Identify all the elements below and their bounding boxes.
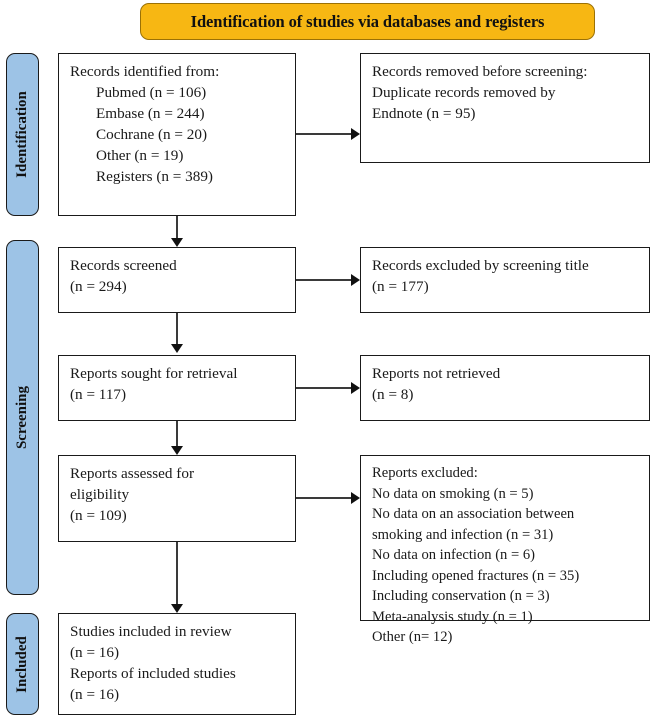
- box-line: Registers (n = 389): [96, 168, 213, 185]
- box-line: (n = 109): [70, 507, 127, 524]
- box-line: No data on an association between: [372, 506, 575, 522]
- box-line: Embase (n = 244): [96, 105, 205, 122]
- arrow-down-icon: [171, 238, 183, 247]
- box-line: No data on infection (n = 6): [372, 547, 536, 563]
- box-line: smoking and infection (n = 31): [372, 526, 554, 543]
- box-reports-not-retrieved: Reports not retrieved (n = 8): [360, 355, 650, 421]
- box-line: Records identified from:: [70, 63, 220, 80]
- box-line: Cochrane (n = 20): [96, 126, 208, 143]
- connector-line-horizontal: [296, 497, 353, 499]
- stage-tab-identification-label: Identification: [14, 91, 31, 178]
- box-line: eligibility: [70, 486, 130, 503]
- box-line: Reports excluded:: [372, 465, 478, 481]
- box-line: Pubmed (n = 106): [96, 84, 207, 101]
- box-line: Endnote (n = 95): [372, 105, 476, 122]
- connector-line-horizontal: [296, 387, 353, 389]
- box-line: (n = 16): [70, 686, 120, 703]
- arrow-right-icon: [351, 274, 360, 286]
- arrow-down-icon: [171, 446, 183, 455]
- arrow-right-icon: [351, 492, 360, 504]
- box-line: Reports not retrieved: [372, 365, 501, 382]
- box-reports-sought-for-retrieval: Reports sought for retrieval (n = 117): [58, 355, 296, 421]
- box-line: Reports assessed for: [70, 465, 195, 482]
- box-line: Studies included in review: [70, 623, 232, 640]
- arrow-down-icon: [171, 344, 183, 353]
- box-line: Other (n= 12): [372, 629, 453, 645]
- stage-tab-identification: Identification: [6, 53, 39, 216]
- box-line: Reports sought for retrieval: [70, 365, 238, 382]
- box-line: Meta-analysis study (n = 1): [372, 608, 533, 625]
- box-line: (n = 117): [70, 386, 127, 403]
- stage-tab-included: Included: [6, 613, 39, 715]
- box-line: Records screened: [70, 257, 177, 274]
- box-records-removed-before-screening: Records removed before screening: Duplic…: [360, 53, 650, 163]
- box-line: (n = 16): [70, 644, 120, 661]
- connector-line-horizontal: [296, 133, 353, 135]
- box-line: Records excluded by screening title: [372, 257, 589, 274]
- diagram-title: Identification of studies via databases …: [190, 11, 545, 31]
- box-line: Duplicate records removed by: [372, 84, 556, 101]
- box-line: (n = 294): [70, 278, 127, 295]
- box-reports-assessed-for-eligibility: Reports assessed for eligibility (n = 10…: [58, 455, 296, 542]
- stage-tab-screening-label: Screening: [14, 385, 30, 450]
- connector-line-horizontal: [296, 279, 353, 281]
- box-line: Including conservation (n = 3): [372, 588, 550, 604]
- box-line: Including opened fractures (n = 35): [372, 567, 580, 584]
- connector-line-vertical: [176, 216, 178, 238]
- box-line: Other (n = 19): [96, 147, 184, 164]
- arrow-right-icon: [351, 382, 360, 394]
- box-line: Reports of included studies: [70, 665, 236, 682]
- box-records-screened: Records screened (n = 294): [58, 247, 296, 313]
- box-records-identified: Records identified from: Pubmed (n = 106…: [58, 53, 296, 216]
- stage-tab-included-label: Included: [14, 635, 31, 693]
- stage-tab-screening: Screening: [6, 240, 39, 595]
- box-line: Records removed before screening:: [372, 63, 588, 80]
- box-studies-included-in-review: Studies included in review (n = 16) Repo…: [58, 613, 296, 715]
- arrow-down-icon: [171, 604, 183, 613]
- arrow-right-icon: [351, 128, 360, 140]
- connector-line-vertical: [176, 313, 178, 344]
- box-line: (n = 177): [372, 278, 429, 295]
- connector-line-vertical: [176, 421, 178, 446]
- box-records-excluded-by-screening-title: Records excluded by screening title (n =…: [360, 247, 650, 313]
- box-reports-excluded: Reports excluded: No data on smoking (n …: [360, 455, 650, 645]
- connector-line-vertical: [176, 542, 178, 604]
- box-line: No data on smoking (n = 5): [372, 485, 534, 502]
- box-line: (n = 8): [372, 386, 414, 403]
- diagram-header-banner: Identification of studies via databases …: [140, 3, 595, 40]
